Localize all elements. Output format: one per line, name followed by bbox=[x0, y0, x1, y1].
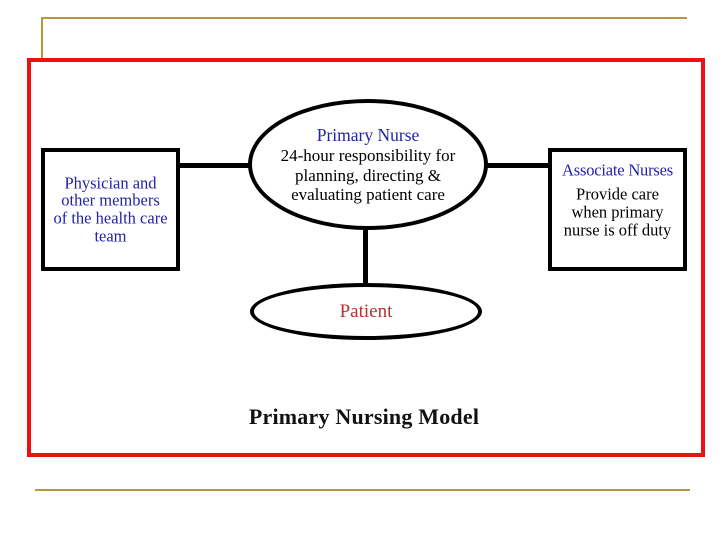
red-content-frame bbox=[27, 58, 705, 457]
node-associate-nurses[interactable]: Associate Nurses Provide care when prima… bbox=[548, 148, 687, 271]
left-connector-line bbox=[176, 163, 258, 168]
associate-nurses-line-1: Provide care bbox=[576, 184, 659, 204]
node-associate-nurses-text: Associate Nurses Provide care when prima… bbox=[544, 160, 691, 240]
health-care-team-line-3: of the health care bbox=[53, 208, 168, 228]
bottom-connector-line bbox=[363, 226, 368, 288]
associate-nurses-line-3: nurse is off duty bbox=[563, 220, 672, 240]
health-care-team-line-4: team bbox=[94, 226, 127, 246]
top-gold-rule bbox=[41, 17, 687, 19]
primary-nurse-heading: Primary Nurse bbox=[316, 124, 420, 145]
node-primary-nurse-text: Primary Nurse 24-hour responsibility for… bbox=[246, 124, 490, 204]
health-care-team-line-2: other members bbox=[61, 190, 160, 210]
primary-nurse-line-1: 24-hour responsibility for bbox=[280, 145, 456, 165]
left-gold-rule bbox=[41, 17, 43, 62]
node-health-care-team-text: Physician and other members of the healt… bbox=[37, 174, 184, 245]
bottom-gold-rule bbox=[35, 489, 690, 491]
node-primary-nurse[interactable]: Primary Nurse 24-hour responsibility for… bbox=[248, 99, 488, 230]
primary-nurse-line-3: evaluating patient care bbox=[291, 185, 445, 205]
associate-nurses-line-2: when primary bbox=[571, 202, 664, 222]
node-health-care-team[interactable]: Physician and other members of the healt… bbox=[41, 148, 180, 271]
node-patient[interactable]: Patient bbox=[250, 283, 482, 340]
slide-title: Primary Nursing Model bbox=[248, 404, 480, 429]
health-care-team-line-1: Physician and bbox=[64, 172, 157, 192]
patient-label: Patient bbox=[339, 300, 393, 322]
primary-nurse-line-2: planning, directing & bbox=[295, 165, 441, 185]
right-connector-line bbox=[477, 163, 555, 168]
associate-nurses-heading: Associate Nurses bbox=[562, 160, 673, 180]
